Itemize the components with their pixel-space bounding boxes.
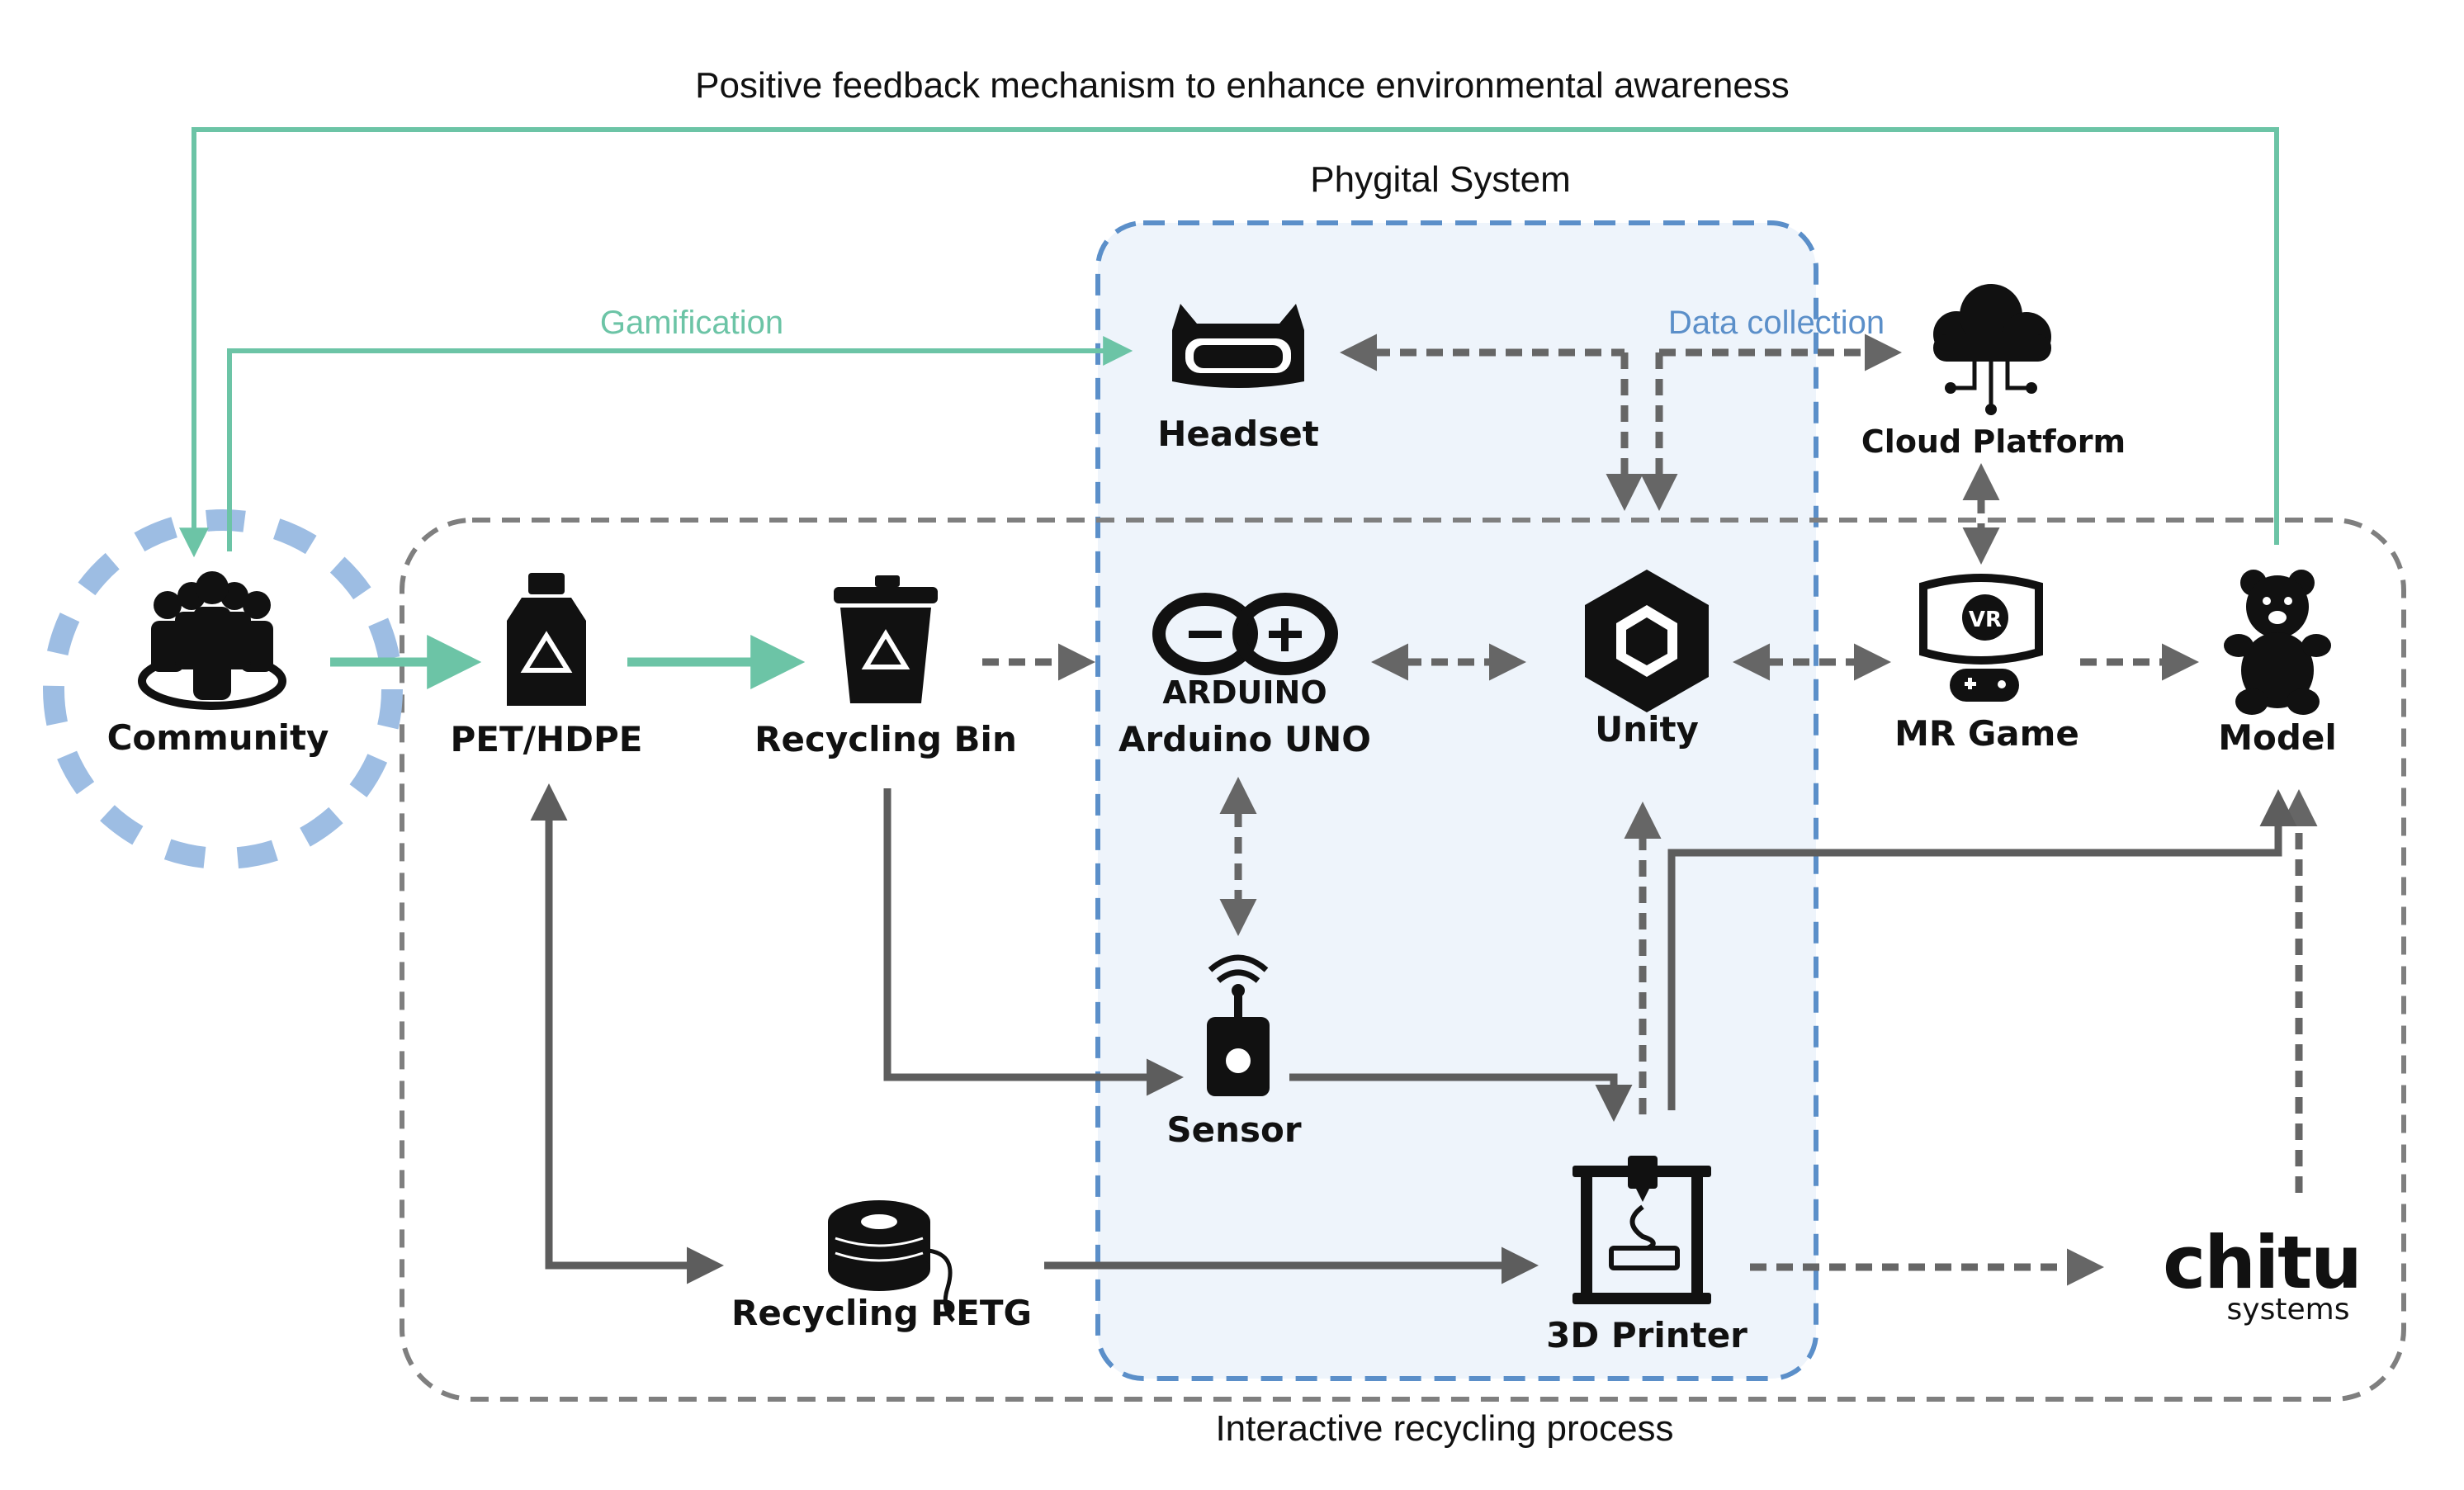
- pet-petg-arrow: [530, 783, 724, 1284]
- dashed-connectors: [982, 333, 2318, 1286]
- data-collection-label: Data collection: [1668, 305, 1885, 341]
- recycling-bin-label: Recycling Bin: [754, 719, 1017, 759]
- bottle-icon: [507, 573, 586, 706]
- petg-label: Recycling PETG: [731, 1293, 1032, 1333]
- phygital-title: Phygital System: [1310, 159, 1570, 200]
- gamification-arrow: [227, 336, 1133, 551]
- filament-spool-icon: [828, 1200, 955, 1322]
- headset-icon: [1172, 304, 1304, 388]
- recycling-process-region: [400, 518, 2406, 1402]
- 3d-printer-icon: [1573, 1156, 1711, 1304]
- gamification-label: Gamification: [600, 305, 783, 341]
- printer-label: 3D Printer: [1546, 1315, 1748, 1355]
- arduino-icon: [1152, 593, 1338, 675]
- chitu-logo: chitu systems: [2163, 1220, 2362, 1327]
- unity-icon: [1585, 570, 1709, 712]
- process-title: Interactive recycling process: [1215, 1408, 1673, 1449]
- feedback-title: Positive feedback mechanism to enhance e…: [695, 65, 1790, 106]
- recycling-bin-icon: [834, 575, 938, 703]
- sensor-label: Sensor: [1166, 1109, 1301, 1150]
- bin-to-sensor-arrow: [883, 788, 1184, 1096]
- community-label: Community: [107, 717, 329, 758]
- sensor-icon: [1207, 954, 1270, 1096]
- model-label: Model: [2218, 717, 2337, 758]
- headset-label: Headset: [1157, 414, 1319, 454]
- community-icon: [138, 571, 286, 710]
- vr-game-icon: VR: [1919, 574, 2043, 702]
- chitu-logo-text: chitu: [2163, 1220, 2361, 1305]
- feedback-loop-arrow: [179, 127, 2279, 558]
- printer-to-model-arrow: [1667, 789, 2297, 1110]
- solid-connectors: [530, 783, 2297, 1284]
- vr-badge: VR: [1969, 608, 2002, 632]
- arduino-logo-text: ARDUINO: [1162, 674, 1327, 711]
- teddy-bear-icon: [2224, 570, 2331, 715]
- cloud-icon: [1933, 284, 2051, 415]
- unity-label: Unity: [1595, 709, 1699, 750]
- chitu-logo-subtext: systems: [2227, 1293, 2350, 1327]
- arduino-label: Arduino UNO: [1118, 719, 1371, 759]
- pet-label: PET/HDPE: [451, 719, 643, 759]
- sensor-to-printer-arrow: [1289, 1073, 1633, 1122]
- phygital-system-region: [1095, 220, 1818, 1381]
- community-ring: [43, 509, 403, 869]
- mrgame-label: MR Game: [1894, 713, 2079, 754]
- cloud-label: Cloud Platform: [1861, 423, 2126, 460]
